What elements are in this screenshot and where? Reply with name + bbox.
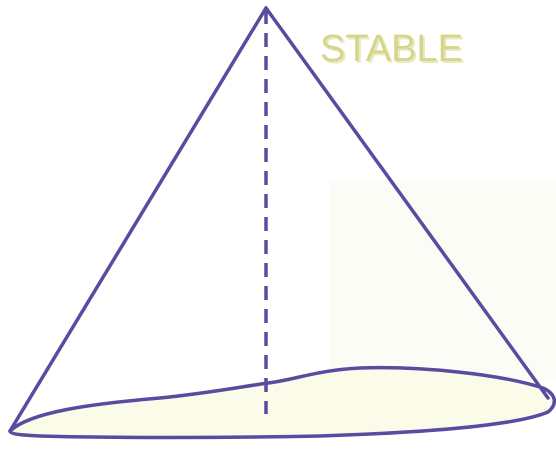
cone-right-edge [264, 6, 550, 400]
stable-label: STABLE [320, 28, 463, 70]
cone-left-edge [8, 6, 268, 433]
cone-base [8, 365, 556, 440]
background-shade [330, 180, 556, 380]
